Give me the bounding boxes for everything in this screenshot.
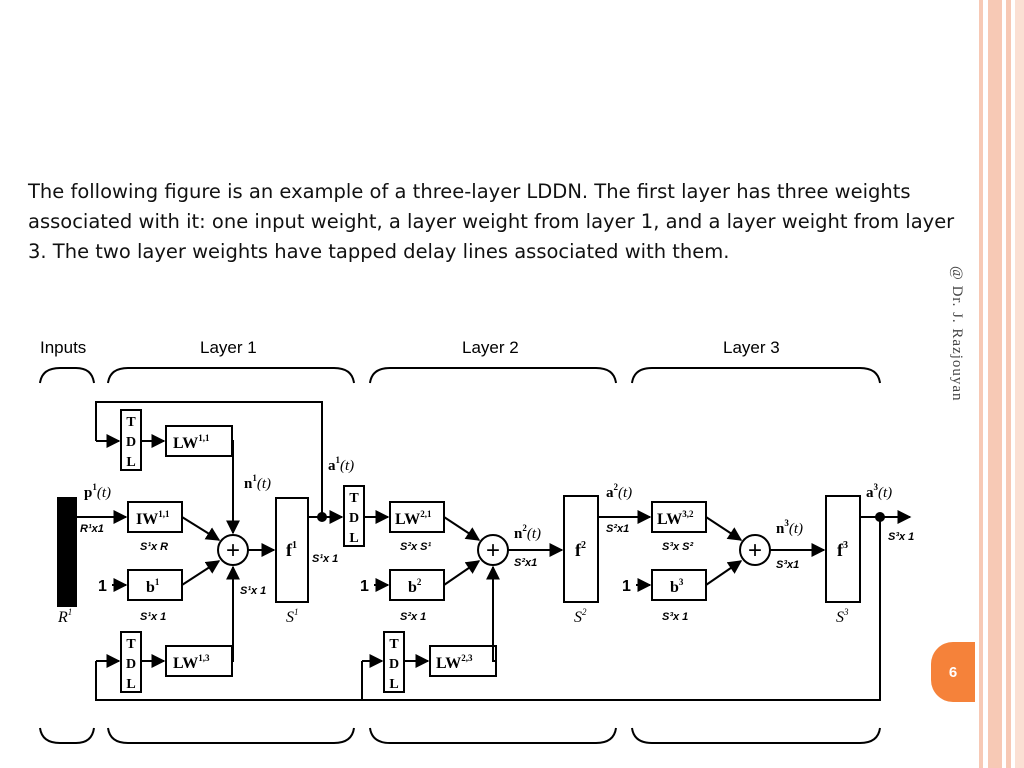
svg-text:n1(t): n1(t) bbox=[244, 473, 271, 492]
svg-text:R¹x1: R¹x1 bbox=[80, 523, 104, 535]
svg-text:S³x1: S³x1 bbox=[776, 559, 799, 571]
label-inputs: Inputs bbox=[40, 338, 86, 357]
label-layer2: Layer 2 bbox=[462, 338, 519, 357]
svg-text:S²x1: S²x1 bbox=[514, 557, 537, 569]
a1-junction-dot bbox=[317, 512, 327, 522]
svg-text:n3(t): n3(t) bbox=[776, 518, 803, 537]
svg-text:1: 1 bbox=[360, 578, 369, 595]
side-credit: @ Dr. J. Razjouyan bbox=[949, 266, 965, 402]
svg-text:+: + bbox=[226, 537, 240, 564]
svg-text:1: 1 bbox=[622, 578, 631, 595]
slide-caption: The following figure is an example of a … bbox=[28, 180, 955, 263]
svg-text:f1: f1 bbox=[286, 540, 297, 560]
f3-transfer-box bbox=[825, 495, 861, 603]
svg-text:LW2,1: LW2,1 bbox=[395, 509, 432, 528]
svg-text:D: D bbox=[389, 657, 399, 672]
brace-inputs-bottom bbox=[39, 727, 95, 744]
svg-text:+: + bbox=[748, 537, 762, 564]
brace-layer2-bottom bbox=[369, 727, 617, 744]
svg-text:LW3,2: LW3,2 bbox=[657, 509, 694, 528]
svg-text:L: L bbox=[126, 677, 135, 692]
svg-text:S³x 1: S³x 1 bbox=[662, 611, 688, 623]
svg-text:LW1,1: LW1,1 bbox=[173, 433, 210, 452]
brace-inputs-top bbox=[39, 367, 95, 384]
svg-text:R1: R1 bbox=[57, 607, 72, 626]
svg-text:+: + bbox=[486, 537, 500, 564]
svg-text:S1: S1 bbox=[286, 607, 299, 626]
svg-text:a3(t): a3(t) bbox=[866, 482, 892, 501]
svg-text:LW2,3: LW2,3 bbox=[436, 653, 473, 672]
svg-text:L: L bbox=[389, 677, 398, 692]
label-layer3: Layer 3 bbox=[723, 338, 780, 357]
svg-text:D: D bbox=[126, 435, 136, 450]
svg-text:LW1,3: LW1,3 bbox=[173, 653, 210, 672]
svg-text:T: T bbox=[349, 491, 359, 506]
svg-text:S¹x 1: S¹x 1 bbox=[140, 611, 166, 623]
svg-text:a1(t): a1(t) bbox=[328, 455, 354, 474]
svg-text:S¹x 1: S¹x 1 bbox=[312, 553, 338, 565]
brace-layer2-top bbox=[369, 367, 617, 384]
svg-text:1: 1 bbox=[98, 578, 107, 595]
right-stripe-wide bbox=[988, 0, 1002, 768]
svg-text:b1: b1 bbox=[146, 577, 160, 596]
brace-layer1-top bbox=[107, 367, 355, 384]
right-stripe-thin-3 bbox=[1015, 0, 1024, 768]
svg-text:S¹x R: S¹x R bbox=[140, 541, 168, 553]
svg-text:b2: b2 bbox=[408, 577, 422, 596]
svg-text:IW1,1: IW1,1 bbox=[136, 509, 170, 528]
svg-text:S³x S²: S³x S² bbox=[662, 541, 694, 553]
page-number-badge: 6 bbox=[931, 642, 975, 702]
svg-text:D: D bbox=[126, 657, 136, 672]
svg-text:D: D bbox=[349, 511, 359, 526]
svg-text:b3: b3 bbox=[670, 577, 684, 596]
label-layer1: Layer 1 bbox=[200, 338, 257, 357]
brace-layer1-bottom bbox=[107, 727, 355, 744]
right-stripe-thin-2 bbox=[1006, 0, 1011, 768]
svg-text:L: L bbox=[349, 531, 358, 546]
svg-text:T: T bbox=[126, 637, 136, 652]
svg-text:S³x 1: S³x 1 bbox=[888, 531, 914, 543]
f1-transfer-box bbox=[275, 497, 309, 603]
svg-text:T: T bbox=[126, 415, 136, 430]
svg-text:p1(t): p1(t) bbox=[84, 482, 111, 501]
svg-text:a2(t): a2(t) bbox=[606, 482, 632, 501]
input-vector-bar bbox=[57, 497, 77, 607]
svg-text:S¹x 1: S¹x 1 bbox=[240, 585, 266, 597]
svg-text:S²x 1: S²x 1 bbox=[400, 611, 426, 623]
svg-text:f2: f2 bbox=[575, 540, 586, 560]
a3-junction-dot bbox=[875, 512, 885, 522]
svg-text:T: T bbox=[389, 637, 399, 652]
svg-text:f3: f3 bbox=[837, 540, 848, 560]
f2-transfer-box bbox=[563, 495, 599, 603]
svg-text:S²x1: S²x1 bbox=[606, 523, 629, 535]
svg-text:S3: S3 bbox=[836, 607, 849, 626]
svg-text:S2: S2 bbox=[574, 607, 587, 626]
brace-layer3-bottom bbox=[631, 727, 881, 744]
svg-text:n2(t): n2(t) bbox=[514, 523, 541, 542]
brace-layer3-top bbox=[631, 367, 881, 384]
right-stripe-thin-1 bbox=[979, 0, 983, 768]
svg-text:S²x S¹: S²x S¹ bbox=[400, 541, 432, 553]
svg-text:L: L bbox=[126, 455, 135, 470]
